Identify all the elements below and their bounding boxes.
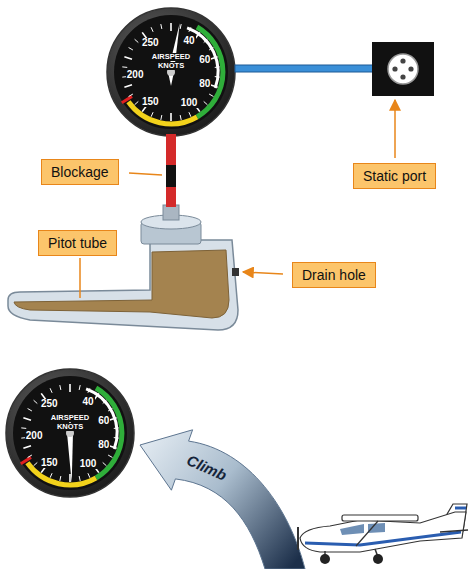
callout-box: Static port: [353, 163, 436, 189]
pitot-line: [166, 134, 176, 165]
gauge-label: KNOTS: [157, 62, 185, 70]
needle: [67, 433, 73, 483]
airspeed-indicator: [6, 369, 134, 497]
static-port: [372, 42, 434, 96]
gauge-label: 100: [180, 98, 199, 108]
gauge-label: 200: [126, 70, 145, 80]
callout-box: Blockage: [41, 159, 119, 185]
gauge-label: 250: [141, 38, 160, 48]
airspeed-indicator: [107, 8, 235, 136]
callout-box: Pitot tube: [38, 230, 117, 256]
gauge-label: 250: [40, 399, 59, 409]
gauge-label: 40: [81, 397, 94, 407]
callout-box: Drain hole: [292, 262, 376, 288]
callout-label: Blockage: [51, 164, 109, 180]
leader-arrow: [243, 272, 283, 274]
gauge-label: 200: [25, 431, 44, 441]
gauge-label: 150: [141, 97, 160, 107]
airplane: [298, 504, 468, 564]
blockage: [166, 165, 176, 187]
callout-label: Pitot tube: [48, 235, 107, 251]
gauge-label: 100: [79, 459, 98, 469]
gauge-label: 60: [97, 416, 110, 426]
gauge-label: AIRSPEED: [151, 53, 191, 61]
drain-hole: [232, 268, 239, 276]
arrow-label: Climb: [185, 452, 229, 483]
gauge-label: 40: [182, 36, 195, 46]
gauge-label: 80: [198, 79, 211, 89]
gauge-label: 60: [198, 55, 211, 65]
callout-label: Drain hole: [302, 267, 366, 283]
gauge-label: 80: [97, 440, 110, 450]
gauge-label: AIRSPEED: [50, 414, 90, 422]
leader-line: [79, 258, 81, 298]
callout-label: Static port: [363, 168, 426, 184]
static-line: [235, 65, 373, 72]
leader-line: [129, 173, 162, 175]
gauge-label: KNOTS: [56, 423, 84, 431]
gauge-label: 150: [40, 458, 59, 468]
leader-arrow: [394, 100, 396, 158]
climb-arrow: [140, 430, 305, 569]
